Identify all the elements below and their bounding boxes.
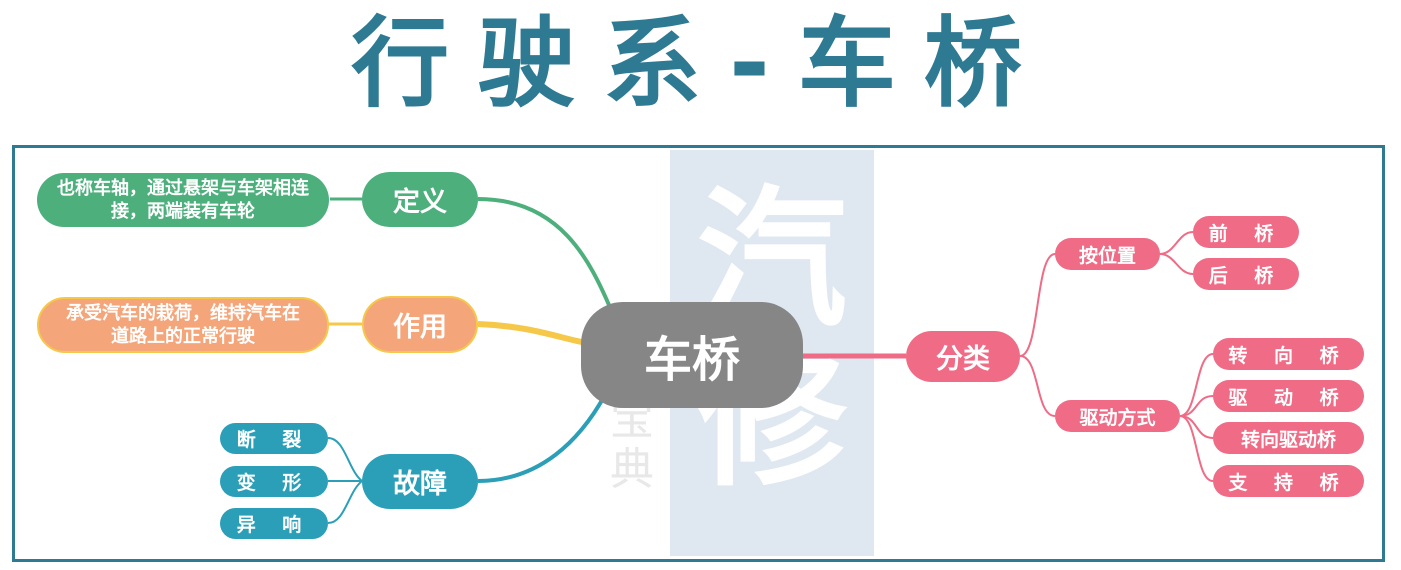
- function-detail: 承受汽车的栽荷，维持汽车在道路上的正常行驶: [37, 297, 329, 353]
- definition-detail: 也称车轴，通过悬架与车架相连接，两端装有车轮: [37, 173, 329, 227]
- page-title: 行驶系-车桥: [351, 7, 1050, 121]
- fault-item-deformation: 变 形: [220, 466, 328, 497]
- steering-axle-leaf: 转 向 桥: [1213, 338, 1364, 370]
- support-axle-leaf: 支 持 桥: [1213, 465, 1364, 497]
- central-topic: 车桥: [581, 302, 803, 408]
- by-drive-node: 驱动方式: [1055, 400, 1180, 432]
- definition-node: 定义: [362, 172, 478, 227]
- by-position-node: 按位置: [1055, 238, 1160, 270]
- fault-item-noise: 异 响: [220, 508, 328, 539]
- steering-drive-axle-leaf: 转向驱动桥: [1213, 422, 1364, 454]
- faults-node: 故障: [362, 454, 478, 509]
- drive-axle-leaf: 驱 动 桥: [1213, 380, 1364, 412]
- front-axle-leaf: 前 桥: [1193, 216, 1299, 248]
- fault-item-fracture: 断 裂: [220, 423, 328, 454]
- classification-node: 分类: [906, 331, 1020, 382]
- rear-axle-leaf: 后 桥: [1193, 258, 1299, 290]
- function-node: 作用: [362, 296, 478, 353]
